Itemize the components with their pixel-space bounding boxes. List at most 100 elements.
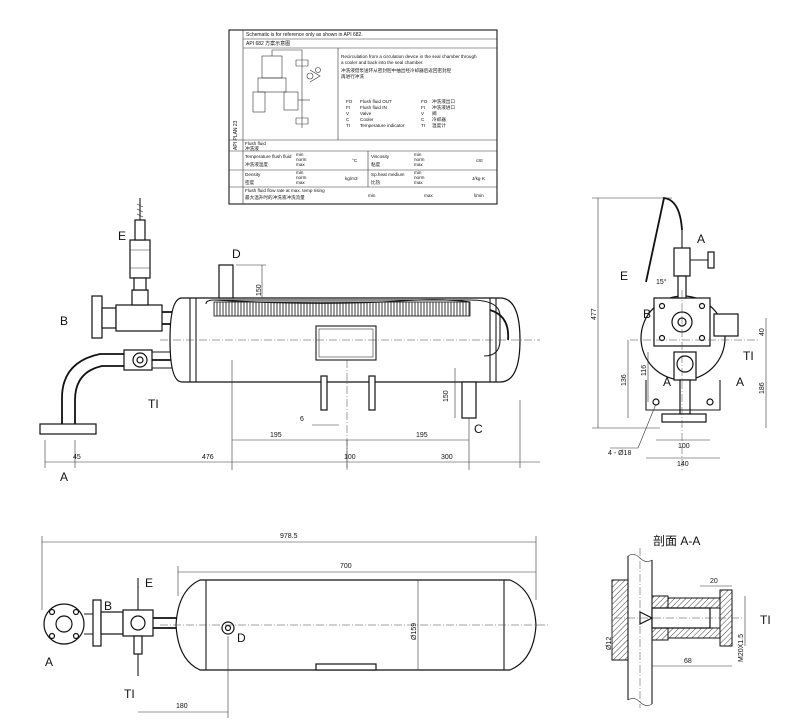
top-label-b: B — [104, 599, 112, 613]
legend-en: Temperature indicator — [360, 123, 405, 128]
side-view: A E 15° B TI A A 477 136 116 40 186 100 … — [591, 197, 767, 470]
top-view: E B D A TI 978.5 700 180 Ø159 — [41, 533, 548, 718]
dim-116: 116 — [641, 365, 648, 376]
legend-cn: 阀 — [432, 110, 437, 117]
flange-a — [39, 423, 97, 435]
tee-fitting — [115, 304, 163, 332]
norm-label: norm — [414, 175, 425, 180]
legend-en: Valve — [360, 111, 372, 116]
legend-code: TI — [346, 123, 350, 128]
dim-180: 180 — [176, 703, 188, 710]
info-line2: API 682 方案示意图 — [246, 40, 290, 47]
dim-45: 45 — [73, 454, 81, 461]
label-b: B — [60, 314, 68, 328]
section-title: 剖面 A-A — [653, 534, 700, 548]
section-hatch-left — [611, 579, 629, 661]
label-ti: TI — [148, 397, 159, 411]
dim-978: 978.5 — [280, 533, 298, 540]
desc-cn: 冲洗液借泵送环从密封腔中抽出经冷却器后返回密封腔 — [341, 67, 452, 74]
dim-holes: 4 - Ø18 — [608, 450, 631, 457]
dim-40: 40 — [759, 328, 766, 336]
legend-cn: 冷却器 — [432, 116, 446, 123]
min-label: min — [296, 152, 304, 157]
front-view: E D B TI A C 45 476 100 300 195 195 6 15… — [39, 198, 540, 484]
visc-cn: 粘度 — [371, 161, 381, 168]
max-label: max — [296, 180, 305, 185]
sp-unit: J/kg·K — [472, 176, 486, 181]
norm-label: norm — [296, 175, 307, 180]
legend-code: TI — [421, 123, 425, 128]
plan-label-vertical: API PLAN 23 — [233, 120, 239, 150]
legend-cn: 冲洗液出口 — [432, 98, 455, 105]
top-label-ti: TI — [124, 687, 135, 701]
section-arrow-a-right: A — [736, 375, 744, 389]
desc-cn2: 再进行冲洗 — [341, 73, 364, 80]
legend-code: C — [421, 117, 425, 122]
side-label-ti: TI — [743, 349, 754, 363]
info-box: API PLAN 23 Schematic is for reference o… — [228, 29, 498, 205]
support-leg — [320, 375, 328, 411]
norm-label: norm — [296, 157, 307, 162]
flow-cn: 最大温升时的冲洗液冲洗流量 — [245, 194, 305, 201]
flow-label: Flush fluid flow rate at max. temp risin… — [245, 188, 325, 193]
dim-136: 136 — [621, 374, 628, 386]
legend-code: C — [346, 117, 350, 122]
label-e: E — [118, 229, 126, 243]
legend-code: V — [346, 111, 350, 116]
legend-en: Cooler — [360, 117, 374, 122]
flange-b — [91, 295, 103, 339]
temp-cn: 冲洗液温度 — [245, 161, 268, 168]
plan-schematic — [252, 49, 321, 128]
legend-code: V — [421, 111, 425, 116]
legend-code: FO — [346, 99, 353, 104]
top-label-d: D — [237, 631, 246, 645]
side-label-b: B — [643, 307, 651, 321]
max-label: max — [414, 180, 423, 185]
dim-150-bottom: 150 — [443, 390, 450, 402]
dens-label: Density — [245, 172, 261, 177]
top-label-e: E — [145, 576, 153, 590]
dim-140: 140 — [677, 461, 689, 468]
desc-en: Recirculation from a circulation device … — [341, 54, 477, 59]
section-arrow-a-left: A — [663, 375, 671, 389]
norm-label: norm — [414, 157, 425, 162]
max-label: max — [424, 193, 433, 198]
fluid-cn: 冲洗液 — [245, 145, 259, 152]
info-box-border — [228, 29, 498, 205]
label-d: D — [232, 247, 241, 261]
min-label: min — [414, 170, 422, 175]
port-c — [461, 381, 477, 419]
dim-100: 100 — [344, 454, 356, 461]
legend-en: Flush fluid OUT — [360, 99, 392, 104]
legend-code: FI — [346, 105, 350, 110]
property-table: Flush fluid 冲洗液 Temperature flush fluid … — [245, 141, 486, 201]
port-d — [218, 264, 234, 299]
side-label-a: A — [697, 232, 705, 246]
max-label: max — [296, 162, 305, 167]
dim-700: 700 — [340, 563, 352, 570]
legend-en: Flush fluid IN — [360, 105, 387, 110]
side-bottom-flange — [661, 413, 707, 423]
sp-label: Sp.heat medium — [371, 172, 405, 177]
top-flange-b — [92, 599, 102, 647]
cooling-coil — [213, 301, 471, 317]
dim-150-top: 150 — [256, 284, 263, 296]
side-dimensions: 477 136 116 40 186 100 140 4 - Ø18 — [591, 197, 767, 468]
dim-300: 300 — [441, 454, 453, 461]
label-a: A — [60, 470, 68, 484]
desc-en2: a cooler and back into the seal chamber. — [341, 60, 423, 65]
top-label-a: A — [45, 655, 53, 669]
temp-unit: °C — [352, 158, 358, 163]
flow-unit: l/min — [474, 193, 484, 198]
dim-6: 6 — [300, 416, 304, 423]
angle-15: 15° — [656, 278, 667, 286]
section-label-ti: TI — [760, 613, 771, 627]
visc-unit: cSt — [476, 158, 483, 163]
legend: FO Flush fluid OUT FO 冲洗液出口 FI Flush flu… — [346, 98, 455, 129]
info-line1: Schematic is for reference only as shown… — [246, 32, 363, 38]
dim-159: Ø159 — [411, 623, 418, 640]
section-view: 剖面 A-A TI 20 68 Ø12 M20X1.5 — [606, 534, 771, 708]
dim-100-side: 100 — [678, 443, 690, 450]
